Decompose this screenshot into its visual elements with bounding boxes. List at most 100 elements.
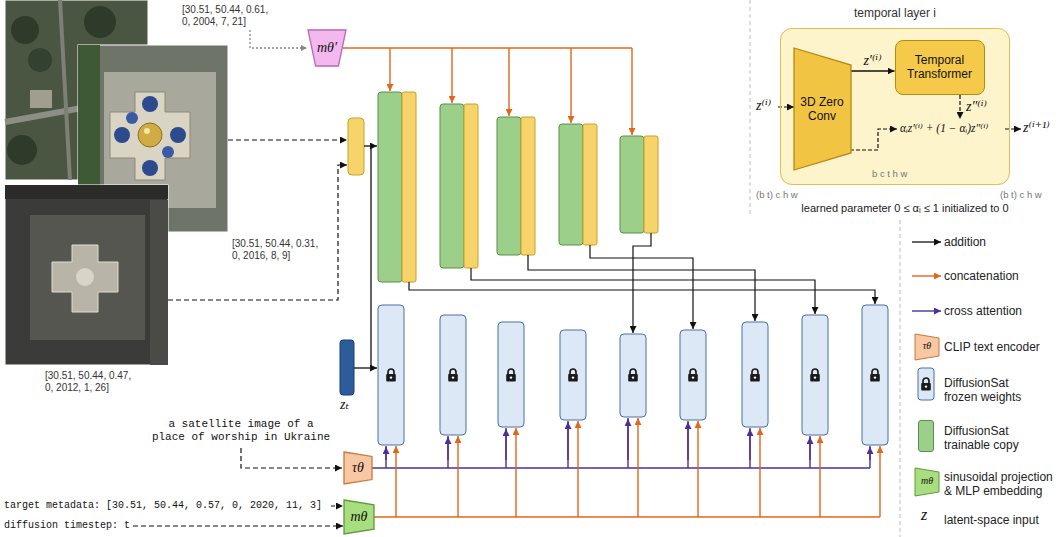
lock-icon — [870, 369, 880, 382]
text-input-line — [241, 448, 342, 468]
frozen-block — [680, 330, 706, 420]
skip-connection — [590, 245, 693, 329]
legend-sample — [915, 334, 939, 360]
cross-attention-line — [372, 467, 870, 468]
lock-icon — [628, 369, 638, 382]
legend-text: addition — [944, 235, 1056, 249]
connector — [851, 70, 895, 71]
temporal-layer-fill — [780, 28, 1010, 185]
cross-attention-arrow — [447, 437, 448, 460]
parameter-note: learned parameter 0 ≤ αᵢ ≤ 1 initialized… — [780, 202, 1030, 215]
lock-icon — [810, 369, 820, 382]
highlight — [144, 128, 150, 134]
addition-arrow — [354, 367, 377, 368]
legend-sample — [912, 310, 941, 311]
legend-text: cross attention — [944, 304, 1056, 318]
concat-arrow — [457, 436, 458, 517]
plaza — [30, 215, 145, 340]
metadata-vector: [30.51, 50.44, 0.31, 0, 2016, 8, 9] — [232, 238, 324, 262]
transformer-output-arrow — [959, 95, 960, 119]
trainable-block — [620, 136, 644, 233]
dome — [142, 160, 158, 176]
text-prompt: a satellite image of a place of worship … — [150, 418, 332, 444]
building-row — [5, 185, 168, 199]
temporal-layer-strip — [583, 124, 597, 245]
church-plan — [110, 92, 190, 180]
skip-connection — [409, 282, 875, 304]
node-label: mθ′ — [317, 40, 337, 56]
dome — [76, 268, 94, 286]
lock-icon — [386, 369, 396, 382]
latent-block — [340, 340, 354, 395]
metadata-vector: [30.51, 50.44, 0.61, 0, 2004, 7, 21] — [182, 4, 274, 28]
frozen-block — [378, 305, 404, 445]
zero-conv-trapezoid: 3D Zero Conv — [794, 48, 851, 170]
shape-annotation: b c t h w — [872, 168, 907, 179]
shape-annotation: (b t) c h w — [756, 189, 798, 200]
cross-attention-arrow — [627, 419, 628, 460]
input-encoder-block — [348, 118, 364, 175]
lock-icon — [750, 369, 760, 382]
cross-attention-arrow — [385, 447, 386, 460]
layer-title: temporal layer i — [781, 6, 1009, 20]
concat-arrow — [637, 418, 638, 517]
legend-text: DiffusionSat frozen weights — [944, 376, 1036, 404]
concat-arrow — [879, 446, 880, 517]
concat-arrow — [819, 436, 820, 517]
metadata-input-line — [331, 505, 343, 506]
legend-symbol: z — [921, 505, 927, 524]
legend-text: DiffusionSat trainable copy — [944, 424, 1036, 452]
separator — [750, 0, 751, 215]
output-arrow — [1005, 128, 1021, 129]
legend-symbol: mθ — [917, 475, 937, 487]
dome — [170, 127, 186, 143]
trainable-block — [559, 124, 583, 245]
concat-arrow — [451, 48, 452, 103]
image-ground — [5, 185, 168, 365]
cross-attention-arrow — [749, 429, 750, 460]
temporal-layer-strip — [644, 136, 658, 233]
legend-text: concatenation — [944, 269, 1056, 283]
skip-connection — [471, 268, 815, 314]
trainable-block — [440, 104, 464, 268]
metadata-leader — [250, 30, 307, 48]
tensor-symbol: z″⁽ⁱ⁾ — [966, 99, 987, 116]
frozen-block — [440, 315, 466, 435]
metadata-vector: [30.51, 50.44, 0.47, 0, 2012, 1, 26] — [45, 370, 137, 394]
temporal-layer-strip — [402, 92, 416, 282]
cross-attention-arrow — [869, 447, 870, 460]
concat-line — [343, 47, 632, 48]
timestep-input-line — [133, 525, 343, 526]
node-outline-path — [308, 30, 346, 66]
building-row — [150, 200, 168, 365]
node-label: 3D Zero Conv — [798, 95, 847, 123]
separator — [900, 220, 901, 537]
target-metadata: target metadata: [30.51, 50.44, 0.57, 0,… — [4, 500, 322, 512]
concat-arrow — [759, 428, 760, 517]
cross-attention-arrow — [567, 422, 568, 460]
legend-sample — [912, 275, 941, 276]
legend-text: latent-space input — [944, 513, 1056, 527]
legend-swatch — [918, 420, 934, 452]
timestep-label: diffusion timestep: t — [4, 520, 130, 532]
embedding-trapezoid: mθ′ — [308, 30, 346, 66]
dome — [114, 127, 130, 143]
cross-attention-arrow — [687, 422, 688, 460]
satellite-image — [5, 185, 168, 365]
node-outline-path — [794, 48, 851, 170]
text-encoder-trapezoid: τθ — [344, 452, 372, 484]
frozen-block — [498, 322, 524, 427]
concat-arrow — [395, 446, 396, 517]
concat-line — [374, 516, 880, 517]
concat-arrow — [577, 421, 578, 517]
frozen-block — [378, 305, 888, 445]
frozen-block — [802, 315, 828, 435]
latent-symbol: zₜ — [340, 397, 349, 414]
lock-icon — [448, 369, 458, 382]
frozen-block — [560, 330, 586, 420]
image-input-line — [228, 139, 347, 140]
trainable-block — [497, 117, 521, 255]
trainable-block — [378, 92, 658, 282]
tree — [7, 135, 37, 165]
node-label: Temporal Transformer — [900, 53, 980, 81]
